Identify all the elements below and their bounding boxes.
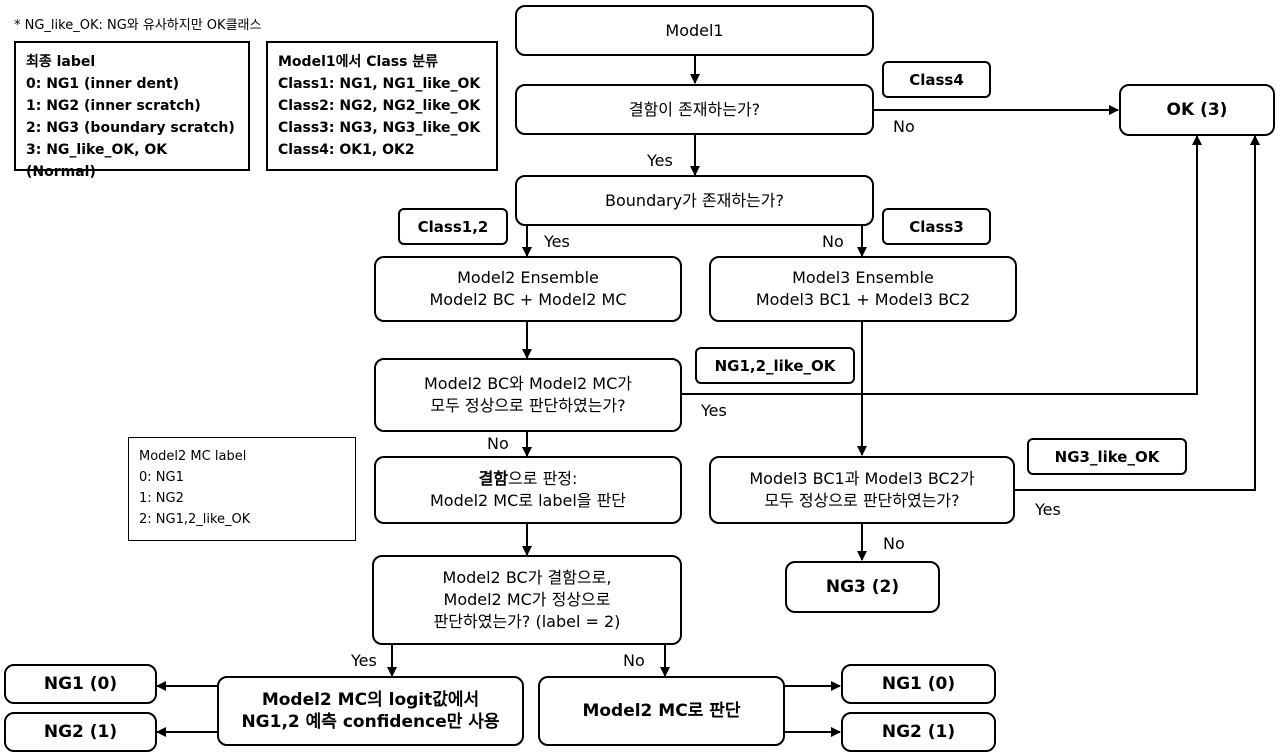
- node-logit-only-line: NG1,2 예측 confidence만 사용: [241, 712, 500, 732]
- node-ok-label: OK (3): [1166, 100, 1228, 120]
- final-label-line: 1: NG2 (inner scratch): [26, 98, 201, 114]
- node-ng3: NG3 (2): [785, 561, 940, 613]
- tag-ng3-like-ok: NG3_like_OK: [1027, 438, 1187, 475]
- model1-class-line: Class4: OK1, OK2: [278, 142, 415, 158]
- node-boundary-exists: Boundary가 존재하는가?: [515, 175, 874, 226]
- node-defect-exists-label: 결함이 존재하는가?: [628, 99, 761, 119]
- node-bc-defect-line: 판단하였는가? (label = 2): [433, 612, 621, 631]
- edge-m3-yes-to-ok: [1015, 135, 1260, 491]
- node-model1: Model1: [515, 5, 874, 56]
- model1-class-legend: Model1에서 Class 분류 Class1: NG1, NG1_like_…: [266, 41, 498, 171]
- node-ng2-left-label: NG2 (1): [43, 722, 118, 742]
- node-ng1-left-label: NG1 (0): [43, 674, 118, 694]
- edge-m2-yes-to-ok: [680, 135, 1202, 395]
- footnote: * NG_like_OK: NG와 유사하지만 OK클래스: [14, 18, 262, 33]
- mc-label-line: 2: NG1,2_like_OK: [139, 512, 251, 527]
- mc-label-title: Model2 MC label: [139, 449, 247, 464]
- edge-label-yes-defect: Yes: [647, 151, 673, 170]
- node-defect-exists: 결함이 존재하는가?: [515, 84, 874, 135]
- node-model1-label: Model1: [665, 20, 724, 40]
- node-ng1-right-label: NG1 (0): [881, 674, 956, 694]
- node-logit-only-line: Model2 MC의 logit값에서: [261, 690, 480, 710]
- edge-label-yes-m3-normal: Yes: [1035, 500, 1061, 519]
- node-model3-ensemble-line: Model3 BC1 + Model3 BC2: [755, 290, 971, 309]
- tag-class12: Class1,2: [398, 208, 508, 245]
- model1-class-line: Class3: NG3, NG3_like_OK: [278, 120, 481, 136]
- node-model3-ensemble: Model3 Ensemble Model3 BC1 + Model3 BC2: [709, 256, 1017, 322]
- node-model2-ensemble: Model2 Ensemble Model2 BC + Model2 MC: [374, 256, 682, 322]
- final-label-title: 최종 label: [26, 54, 96, 70]
- tag-class3: Class3: [882, 208, 991, 245]
- model1-class-title: Model1에서 Class 분류: [278, 54, 439, 70]
- final-label-line: 3: NG_like_OK, OK (Normal): [26, 142, 168, 180]
- node-m3-both-normal: Model3 BC1과 Model3 BC2가 모두 정상으로 판단하였는가?: [709, 456, 1015, 524]
- edge-label-no-bc-defect: No: [623, 651, 645, 670]
- node-m2-both-normal: Model2 BC와 Model2 MC가 모두 정상으로 판단하였는가?: [374, 358, 682, 432]
- mc-label-line: 0: NG1: [139, 470, 184, 485]
- node-ng2-left: NG2 (1): [4, 712, 157, 752]
- node-ok: OK (3): [1119, 84, 1275, 136]
- final-label-legend: 최종 label 0: NG1 (inner dent) 1: NG2 (inn…: [14, 41, 250, 180]
- node-model2-ensemble-line: Model2 BC + Model2 MC: [429, 290, 627, 309]
- edge-label-no-m3-normal: No: [883, 534, 905, 553]
- final-label-line: 0: NG1 (inner dent): [26, 76, 180, 92]
- node-m2-both-normal-line: 모두 정상으로 판단하였는가?: [430, 396, 626, 415]
- node-mc-decide-label: Model2 MC로 판단: [582, 701, 741, 721]
- edge-label-no-m2-normal: No: [487, 434, 509, 453]
- mc-label-legend: Model2 MC label 0: NG1 1: NG2 2: NG1,2_l…: [128, 437, 356, 541]
- node-ng2-right-label: NG2 (1): [881, 722, 956, 742]
- edge-label-yes-bc-defect: Yes: [351, 651, 377, 670]
- node-ng1-right: NG1 (0): [841, 664, 996, 704]
- node-judged-defect-line: 결함으로 판정:: [479, 468, 578, 490]
- node-ng1-left: NG1 (0): [4, 664, 157, 704]
- node-boundary-exists-label: Boundary가 존재하는가?: [605, 190, 784, 210]
- node-mc-decide: Model2 MC로 판단: [538, 676, 785, 746]
- edge-label-yes-boundary: Yes: [544, 232, 570, 251]
- mc-label-line: 1: NG2: [139, 491, 184, 506]
- edge-label-yes-m2-normal: Yes: [701, 401, 727, 420]
- node-bc-defect-line: Model2 BC가 결함으로,: [442, 568, 612, 587]
- node-m3-both-normal-line: Model3 BC1과 Model3 BC2가: [749, 469, 975, 488]
- model1-class-line: Class2: NG2, NG2_like_OK: [278, 98, 481, 114]
- edge-label-no-defect: No: [893, 117, 915, 136]
- node-ng2-right: NG2 (1): [841, 712, 996, 752]
- node-ng3-label: NG3 (2): [825, 577, 900, 597]
- node-judged-defect-line: Model2 MC로 label을 판단: [429, 491, 627, 510]
- model1-class-line: Class1: NG1, NG1_like_OK: [278, 76, 481, 92]
- node-model2-ensemble-line: Model2 Ensemble: [457, 268, 599, 287]
- node-model3-ensemble-line: Model3 Ensemble: [792, 268, 934, 287]
- judged-defect-bold: 결함: [478, 469, 509, 488]
- node-bc-defect-mc-normal: Model2 BC가 결함으로, Model2 MC가 정상으로 판단하였는가?…: [372, 555, 682, 645]
- node-bc-defect-line: Model2 MC가 정상으로: [443, 590, 611, 609]
- final-label-line: 2: NG3 (boundary scratch): [26, 120, 235, 136]
- node-judged-defect: 결함으로 판정: Model2 MC로 label을 판단: [374, 456, 682, 524]
- tag-ng12-like-ok: NG1,2_like_OK: [695, 347, 855, 384]
- node-logit-only: Model2 MC의 logit값에서 NG1,2 예측 confidence만…: [217, 676, 524, 746]
- node-m2-both-normal-line: Model2 BC와 Model2 MC가: [424, 374, 632, 393]
- judged-defect-rest: 으로 판정:: [508, 469, 578, 488]
- edge-label-no-boundary: No: [822, 232, 844, 251]
- node-m3-both-normal-line: 모두 정상으로 판단하였는가?: [764, 491, 960, 510]
- tag-class4: Class4: [882, 61, 991, 98]
